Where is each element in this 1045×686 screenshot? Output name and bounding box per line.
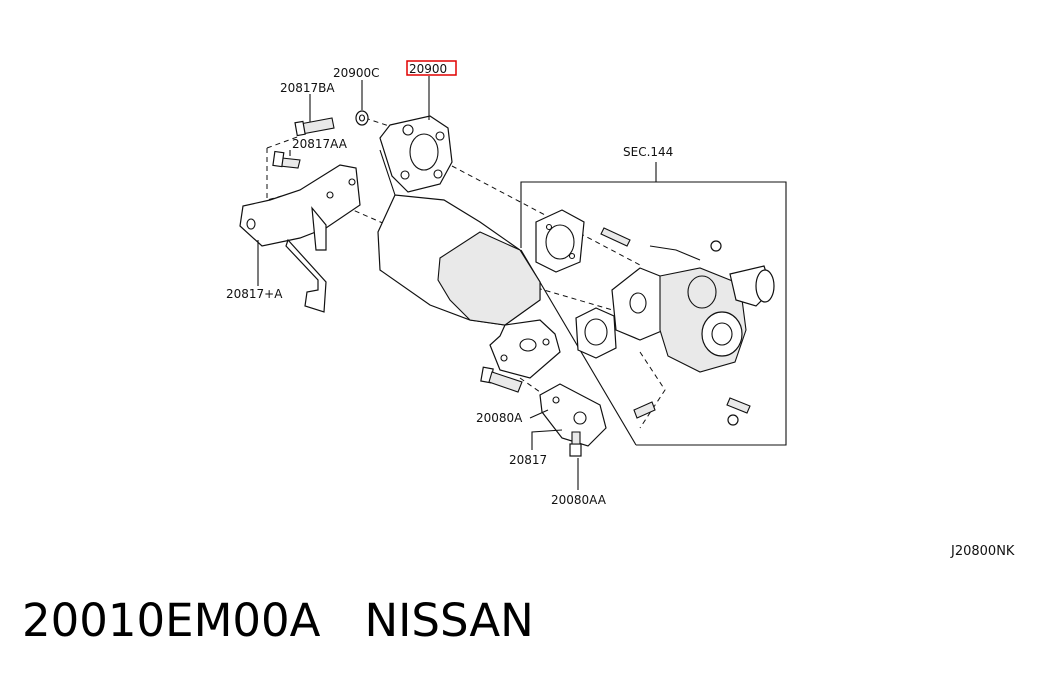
label-20817[interactable]: 20817	[509, 453, 547, 467]
label-sec144[interactable]: SEC.144	[623, 145, 673, 159]
bracket-20817a	[239, 164, 361, 313]
label-20900[interactable]: 20900	[409, 62, 447, 76]
highlight-box	[406, 60, 457, 76]
leader-lines	[257, 76, 579, 490]
bolt-20080aa	[569, 431, 582, 457]
label-20817aa[interactable]: 20817AA	[292, 137, 348, 151]
label-20080aa[interactable]: 20080AA	[551, 493, 607, 507]
nut-20900c	[355, 110, 369, 126]
label-20817ba[interactable]: 20817BA	[280, 81, 335, 95]
gasket-upper	[535, 209, 585, 273]
brand-name: NISSAN	[364, 594, 534, 647]
turbocharger	[600, 227, 775, 426]
label-20080a[interactable]: 20080A	[476, 411, 523, 425]
label-20900c[interactable]: 20900C	[333, 66, 380, 80]
diagram-code: J20800NK	[951, 544, 1015, 559]
label-20817a[interactable]: 20817+A	[226, 287, 283, 301]
catalytic-converter	[377, 115, 561, 379]
bolt-20080a	[480, 366, 523, 393]
part-number: 20010EM00A	[22, 594, 321, 647]
gasket-lower	[575, 307, 617, 359]
bolt-20817aa	[272, 150, 301, 169]
bolt-20817ba	[294, 117, 335, 137]
